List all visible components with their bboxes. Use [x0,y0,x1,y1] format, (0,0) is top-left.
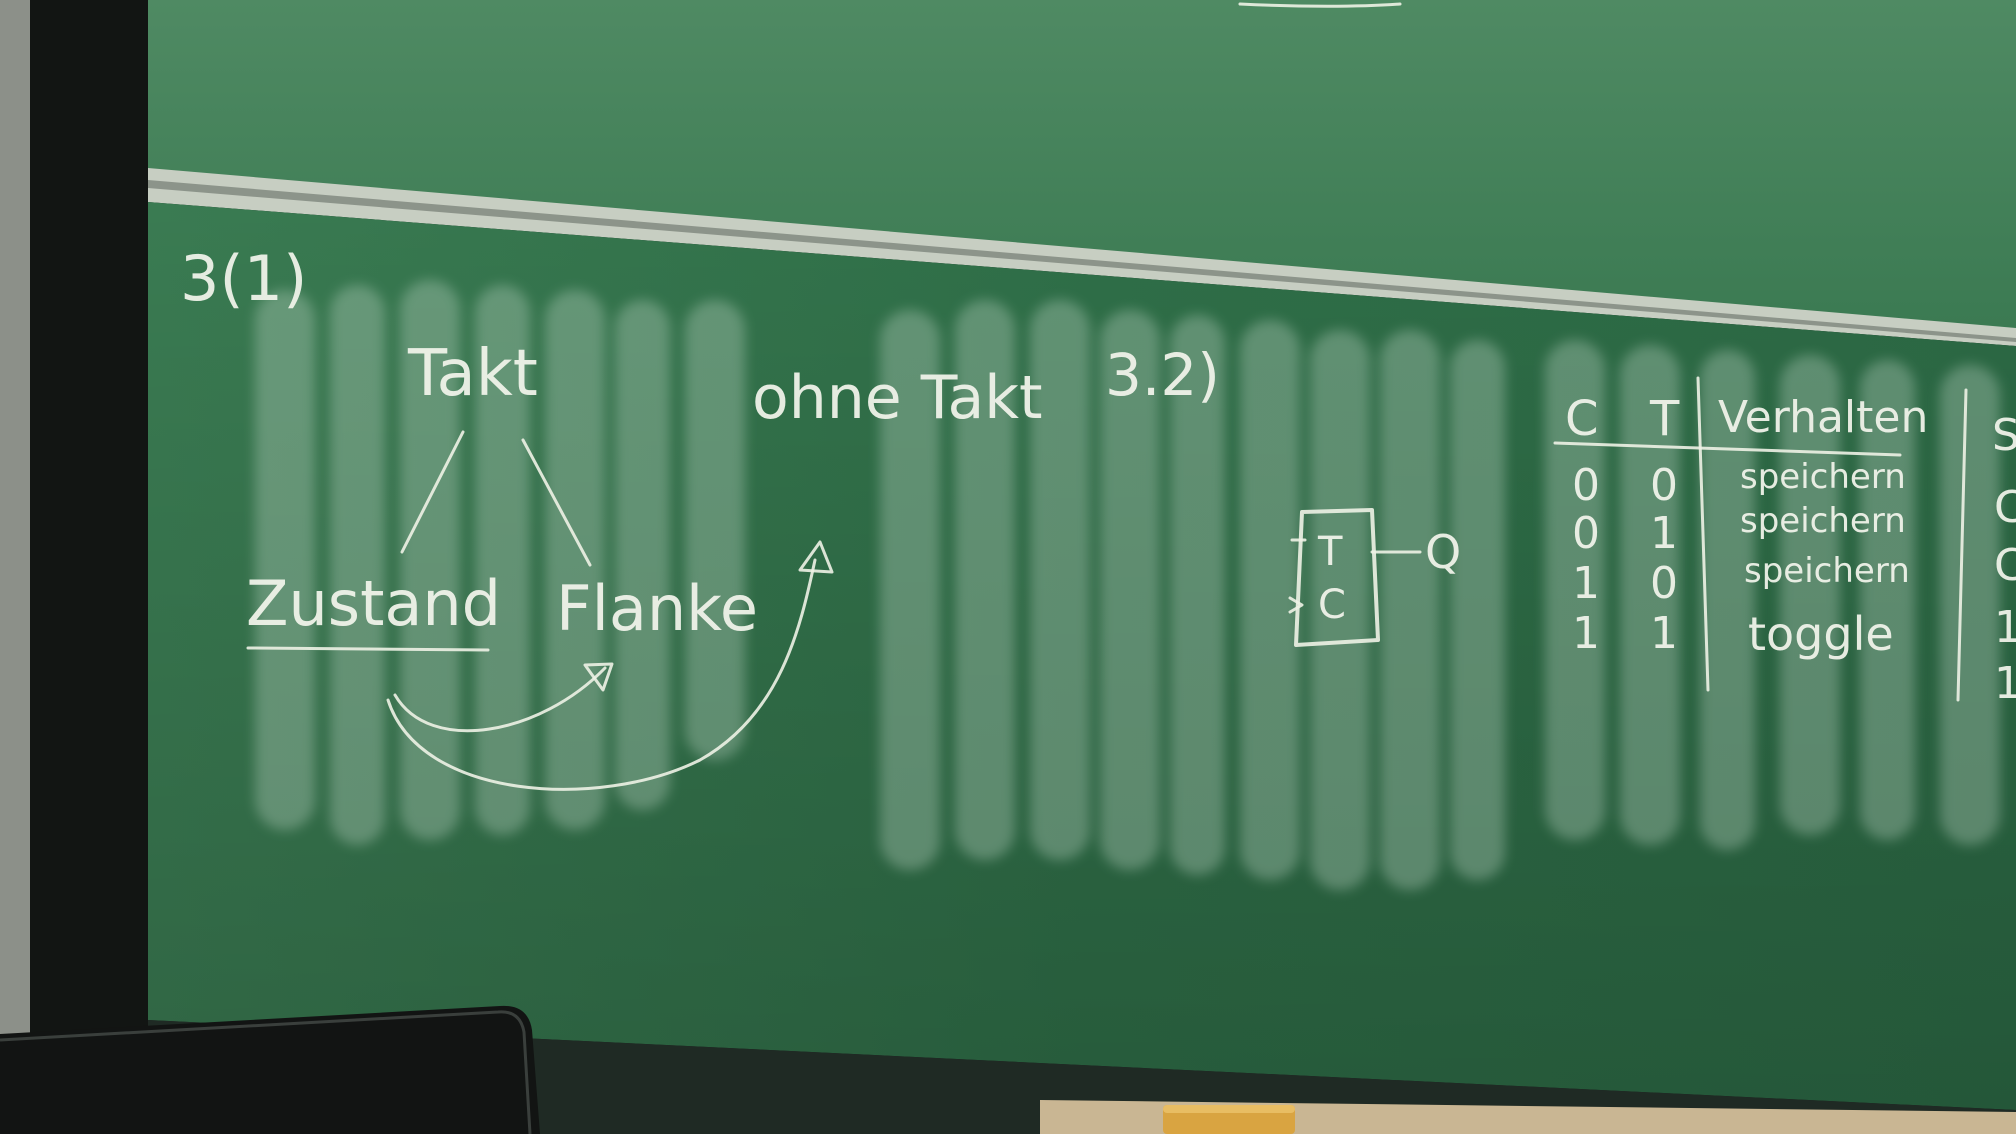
clipped-cell-4: 1 [1994,602,2016,653]
row-2-c: 0 [1572,508,1600,559]
line-takt-flanke [521,438,592,567]
table-column-rule [1696,376,1710,692]
table-header-verhalten: Verhalten [1718,392,1928,443]
arrow-zustand-ohne-takt [386,558,817,791]
section-1-diagram: 3(1) Takt Zustand Flanke ohne Takt [180,242,1043,791]
clipped-cell-2: C [1994,482,2016,533]
clipped-table-rule [1956,388,1968,702]
section-2: 3.2) T C Q C T Verhalten 0 0 [1105,341,2016,709]
row-2-t: 1 [1650,508,1678,559]
board-frame-left [30,0,148,1134]
upper-board-panel [148,0,2016,330]
wall-edge [0,0,30,1134]
section-2-heading: 3.2) [1105,341,1220,409]
block-input-c: C [1318,582,1346,628]
row-1-t: 0 [1650,460,1678,511]
zustand-underline [246,646,490,652]
clipped-table: S C C 1 1 [1956,388,2016,709]
section-1-heading: 3(1) [180,242,307,315]
arrow-zustand-flanke [393,666,607,733]
row-3-verhalten: speichern [1744,551,1910,591]
clipped-cell-5: 1 [1994,658,2016,709]
clipped-cell-1: S [1992,410,2016,461]
foreground-monitor [0,1005,540,1134]
row-3-t: 0 [1650,558,1678,609]
table-row: 0 0 speichern [1572,457,1906,511]
label-takt: Takt [407,337,538,411]
board-bottom-edge [148,1020,2016,1134]
label-flanke: Flanke [556,572,758,645]
line-takt-zustand [400,430,465,554]
clock-input-marker [1288,596,1304,614]
table-row: 0 1 speichern [1572,501,1906,559]
row-4-verhalten: toggle [1748,607,1894,661]
flip-flop-block: T C Q [1288,508,1461,647]
table-header-c: C [1565,391,1599,447]
truth-table: C T Verhalten 0 0 speichern 0 1 speicher… [1553,376,1928,692]
row-4-t: 1 [1650,608,1678,659]
row-1-verhalten: speichern [1740,457,1906,497]
row-2-verhalten: speichern [1740,501,1906,541]
arrowhead-flanke [583,662,614,692]
row-4-c: 1 [1572,608,1600,659]
block-input-t: T [1317,529,1343,575]
table-header-t: T [1649,391,1680,447]
row-1-c: 0 [1572,460,1600,511]
clipped-cell-3: C [1994,540,2016,591]
table-row: 1 0 speichern [1572,551,1910,609]
table-row: 1 1 toggle [1572,607,1894,661]
flip-flop-box [1294,508,1380,647]
label-ohne-takt: ohne Takt [752,363,1043,433]
block-output-q: Q [1425,525,1461,579]
table-header-rule [1553,441,1902,457]
row-3-c: 1 [1572,558,1600,609]
arrowhead-ohne-takt [798,540,834,574]
label-zustand: Zustand [246,567,501,640]
erased-smudges [255,280,2000,890]
